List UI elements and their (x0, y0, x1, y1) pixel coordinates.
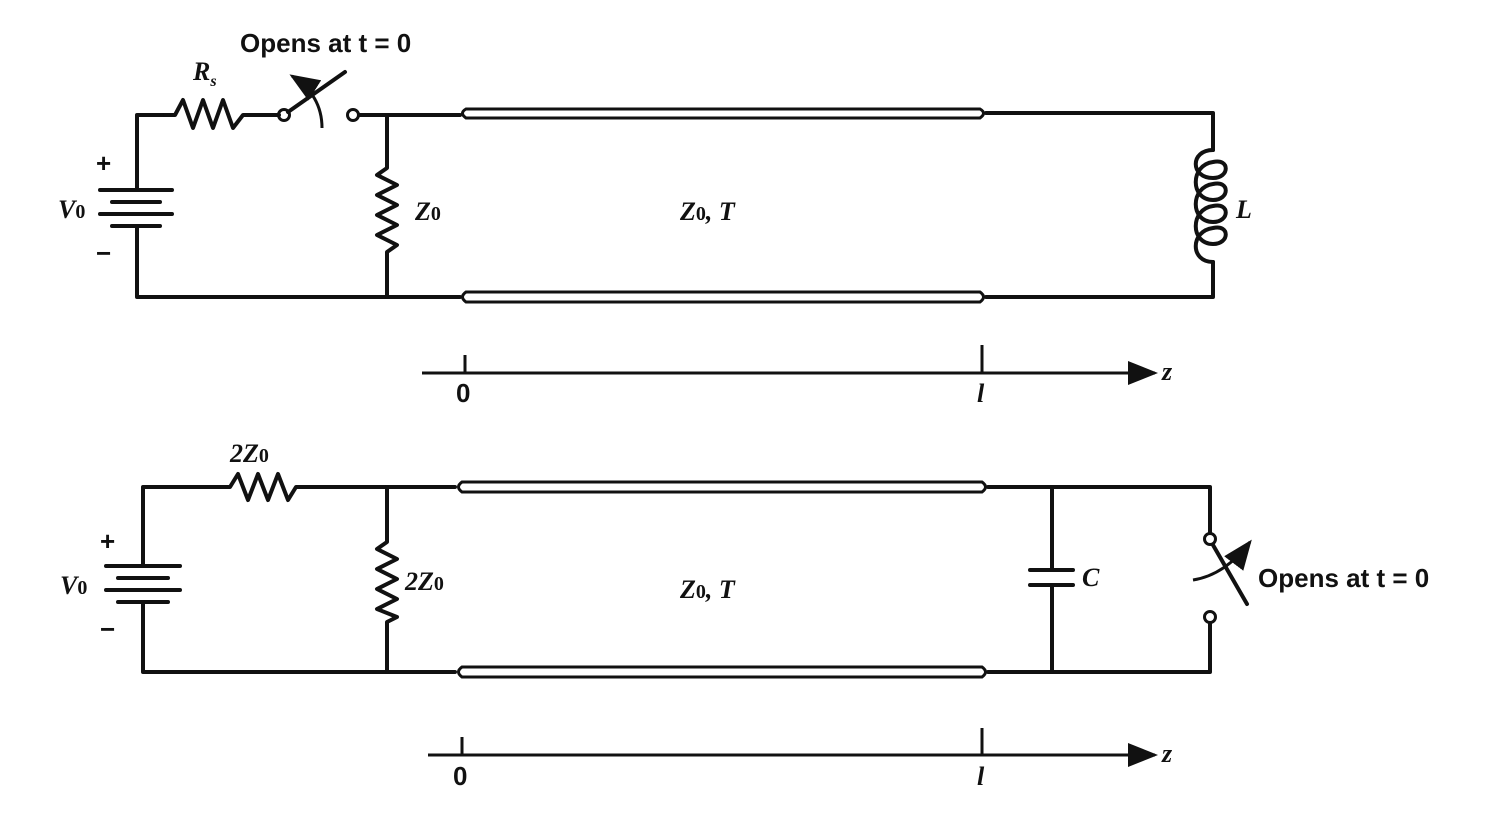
plus-sign: + (96, 148, 111, 178)
inductor-label: L (1235, 195, 1252, 224)
switch-terminal (277, 108, 291, 122)
axis-tick-0: 0 (453, 761, 467, 791)
battery-icon (104, 564, 182, 604)
line-label-rest: , T (705, 575, 736, 604)
axis-tick-0: 0 (456, 378, 470, 408)
wire (984, 111, 1215, 299)
v0-label: V (60, 571, 80, 600)
top-left-wire (135, 113, 462, 299)
axis-label-z: z (1161, 357, 1173, 386)
z-axis (422, 345, 1158, 385)
inductor-icon (1193, 148, 1228, 264)
switch-terminal (1203, 610, 1217, 624)
svg-text:V0: V0 (60, 571, 87, 600)
transmission-line-bottom-conductor (457, 665, 987, 679)
wire (986, 485, 1212, 674)
resistor-2z0-series-icon (220, 472, 457, 502)
z0-subscript: 0 (431, 203, 441, 225)
svg-text:Rs: Rs (192, 57, 217, 90)
svg-text:V0: V0 (58, 195, 85, 224)
svg-text:2Z0: 2Z0 (229, 439, 269, 468)
resistor-rs-icon (163, 98, 281, 130)
switch-arrow-icon (1192, 539, 1252, 582)
resistor-z0-icon (375, 113, 399, 299)
transmission-line-top-conductor (457, 480, 987, 494)
axis-tick-l: l (977, 762, 985, 791)
top-circuit: Opens at t = 0 Rs + − V0 Z0 Z0, T L 0 l … (58, 28, 1252, 408)
svg-text:Z0, T: Z0, T (679, 575, 736, 604)
series-resistor-label: 2Z (229, 439, 259, 468)
switch-label: Opens at t = 0 (1258, 563, 1429, 593)
rs-subscript: s (209, 73, 216, 90)
switch-label: Opens at t = 0 (240, 28, 411, 58)
line-subscript: 0 (696, 581, 706, 603)
rs-label: R (192, 57, 210, 86)
shunt-resistor-subscript: 0 (434, 573, 444, 595)
shunt-resistor-label: 2Z (404, 567, 434, 596)
line-label-rest: , T (705, 197, 736, 226)
battery-icon (98, 188, 174, 228)
line-label: Z (679, 575, 696, 604)
switch-terminal (346, 108, 360, 122)
svg-text:Z0, T: Z0, T (679, 197, 736, 226)
svg-text:2Z0: 2Z0 (404, 567, 444, 596)
series-resistor-subscript: 0 (259, 445, 269, 467)
z-axis (428, 728, 1158, 767)
capacitor-label: C (1082, 563, 1100, 592)
z0-label: Z (414, 197, 431, 226)
minus-sign: − (96, 238, 111, 268)
v0-subscript: 0 (75, 201, 85, 223)
minus-sign: − (100, 614, 115, 644)
line-subscript: 0 (696, 203, 706, 225)
svg-text:Z0: Z0 (414, 197, 441, 226)
transmission-line-top-conductor (461, 107, 985, 120)
v0-label: V (58, 195, 78, 224)
line-label: Z (679, 197, 696, 226)
axis-tick-l: l (977, 379, 985, 408)
capacitor-icon (1028, 485, 1075, 674)
v0-subscript: 0 (77, 577, 87, 599)
switch-blade-icon (1211, 543, 1249, 606)
axis-label-z: z (1161, 739, 1173, 768)
plus-sign: + (100, 526, 115, 556)
wire (141, 485, 457, 674)
bottom-circuit: Opens at t = 0 2Z0 + − V0 2Z0 Z0, T C 0 … (60, 439, 1429, 791)
resistor-2z0-shunt-icon (375, 485, 399, 674)
switch-arrow-icon (289, 74, 324, 129)
switch-terminal (1203, 532, 1217, 546)
transmission-line-bottom-conductor (461, 290, 985, 304)
